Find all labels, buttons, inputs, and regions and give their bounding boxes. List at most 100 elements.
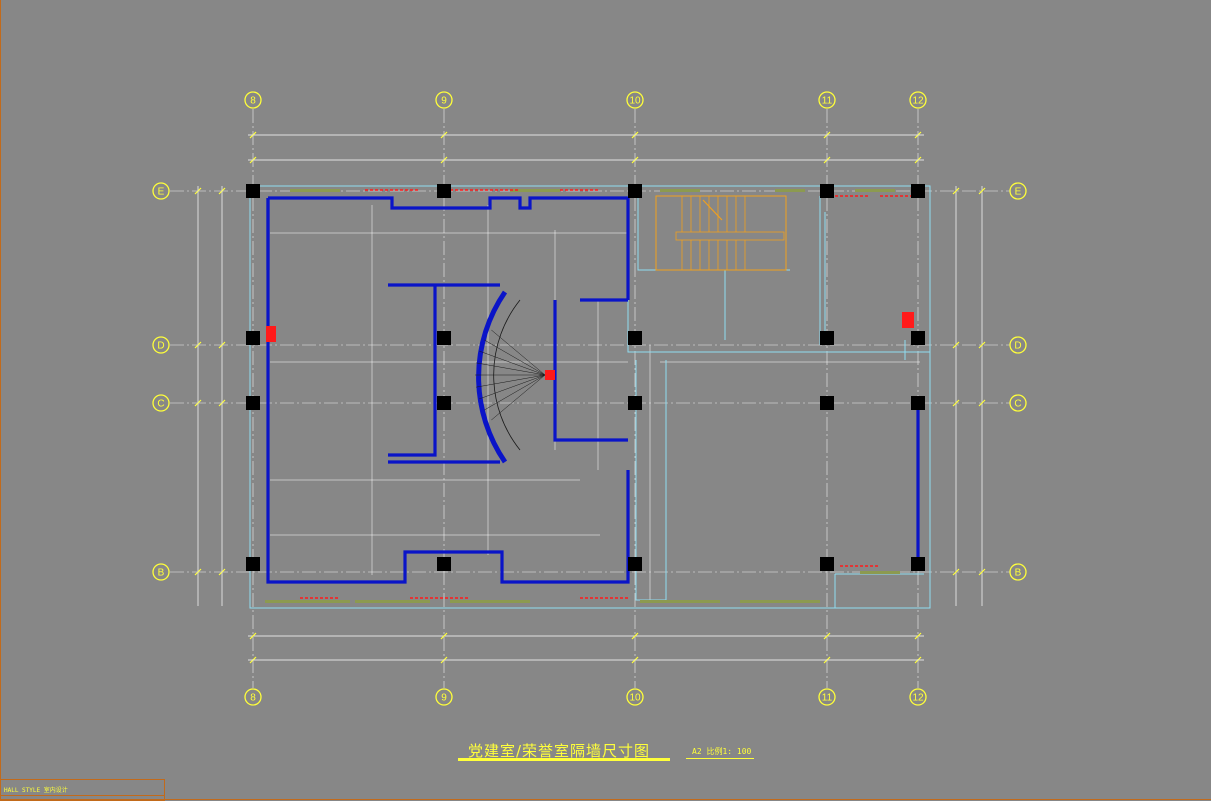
scale-underline — [686, 758, 754, 759]
red-door-marker — [902, 312, 914, 328]
stair-handrail — [675, 231, 785, 241]
axis-bubble-right-B-circle — [1009, 563, 1027, 581]
window-strip — [740, 600, 820, 603]
dimension-tick — [823, 632, 831, 640]
blue-partition-walls — [266, 196, 920, 584]
radial-guide-line — [479, 374, 546, 400]
curved-feature-wall — [476, 290, 508, 464]
radial-guide-line — [476, 362, 546, 376]
red-door-marker — [545, 370, 555, 380]
structural-column — [437, 396, 451, 410]
axis-bubble-left-B-circle — [152, 563, 170, 581]
structural-column — [820, 557, 834, 571]
cyan-wall-segment — [249, 186, 835, 609]
title-underline — [458, 758, 670, 761]
axis-bubble-top-9-circle — [435, 91, 453, 109]
structural-column — [246, 331, 260, 345]
axis-bubble-left-C-circle — [152, 394, 170, 412]
door-markers — [266, 312, 914, 380]
axis-bubble-left-E-circle — [152, 182, 170, 200]
structural-column — [911, 557, 925, 571]
axis-bubble-top-10-label: 10 — [629, 96, 641, 107]
dimension-tick — [952, 399, 960, 407]
dimension-lines — [194, 131, 986, 664]
axis-bubble-top-11-label: 11 — [822, 96, 833, 107]
structural-columns — [246, 184, 925, 571]
structural-column — [628, 184, 642, 198]
sheet-titleblock: HALL STYLE 室内设计 — [0, 779, 165, 801]
axis-bubble-right-D-label: D — [1014, 341, 1021, 352]
window-strip — [510, 189, 560, 192]
frame-bottom-border — [0, 799, 1211, 800]
dimension-tick — [978, 187, 986, 195]
structural-column — [911, 396, 925, 410]
structural-column — [911, 184, 925, 198]
window-strip — [860, 571, 900, 574]
axis-bubble-right-C-label: C — [1014, 399, 1021, 410]
window-strip — [640, 600, 720, 603]
axis-bubble-top-12-circle — [909, 91, 927, 109]
blue-wall-segment — [268, 196, 630, 300]
axis-bubble-bottom-8-label: 8 — [250, 693, 256, 704]
stair-case — [655, 195, 787, 271]
axis-bubble-bottom-10-circle — [626, 688, 644, 706]
structural-column — [820, 331, 834, 345]
cyan-wall-segment — [250, 185, 931, 609]
axis-bubble-left-D-circle — [152, 336, 170, 354]
dimension-tick — [952, 187, 960, 195]
structural-column — [628, 331, 642, 345]
radial-guide-line — [484, 374, 546, 411]
dimension-tick — [978, 399, 986, 407]
axis-bubble-right-D-circle — [1009, 336, 1027, 354]
axis-bubble-right-C-circle — [1009, 394, 1027, 412]
radial-guide-line — [476, 374, 546, 388]
axis-bubble-bottom-8-circle — [244, 688, 262, 706]
drawing-title-block: 党建室/荣誉室隔墙尺寸图 A2 比例1: 100 — [458, 738, 754, 762]
cyan-wall-segment — [627, 196, 930, 353]
radial-guide-line — [484, 339, 546, 376]
axis-bubble-top-8-circle — [244, 91, 262, 109]
axis-bubble-top-11-circle — [818, 91, 836, 109]
drawing-title: 党建室/荣誉室隔墙尺寸图 — [468, 742, 651, 760]
blue-wall-segment — [266, 198, 630, 584]
structural-column — [246, 396, 260, 410]
axis-bubble-bottom-11-label: 11 — [822, 693, 833, 704]
window-strip — [855, 189, 895, 192]
blue-wall-segment — [388, 285, 437, 457]
dimension-tick — [978, 568, 986, 576]
red-door-marker — [266, 326, 276, 342]
axis-bubble-top-8-label: 8 — [250, 96, 256, 107]
axis-bubble-bottom-9-circle — [435, 688, 453, 706]
axis-bubble-right-E-circle — [1009, 182, 1027, 200]
axis-bubble-left-C-label: C — [157, 399, 164, 410]
window-strip — [450, 600, 530, 603]
cyan-wall-segment — [637, 196, 790, 271]
titleblock-text: HALL STYLE 室内设计 — [4, 787, 68, 794]
dimension-tick — [952, 568, 960, 576]
structural-column — [437, 184, 451, 198]
axis-bubble-bottom-10-label: 10 — [629, 693, 641, 704]
structural-column — [820, 396, 834, 410]
window-strip — [355, 600, 430, 603]
structural-column — [911, 331, 925, 345]
structural-column — [437, 557, 451, 571]
window-strips — [265, 189, 915, 603]
window-strip — [265, 600, 350, 603]
blue-wall-segment — [553, 300, 580, 442]
axis-bubble-left-E-label: E — [158, 187, 165, 198]
frame-left-border — [0, 0, 1, 801]
axis-bubble-bottom-11-circle — [818, 688, 836, 706]
axis-bubble-top-12-label: 12 — [912, 96, 924, 107]
stair-outline — [655, 195, 787, 271]
dimension-tick — [952, 341, 960, 349]
structural-column — [820, 184, 834, 198]
structural-column — [246, 184, 260, 198]
window-strip — [775, 189, 805, 192]
dimension-tick — [631, 632, 639, 640]
axis-bubble-right-E-label: E — [1015, 187, 1022, 198]
axis-bubble-top-10-circle — [626, 91, 644, 109]
axis-bubble-left-B-label: B — [158, 568, 165, 579]
axis-bubble-left-D-label: D — [157, 341, 164, 352]
